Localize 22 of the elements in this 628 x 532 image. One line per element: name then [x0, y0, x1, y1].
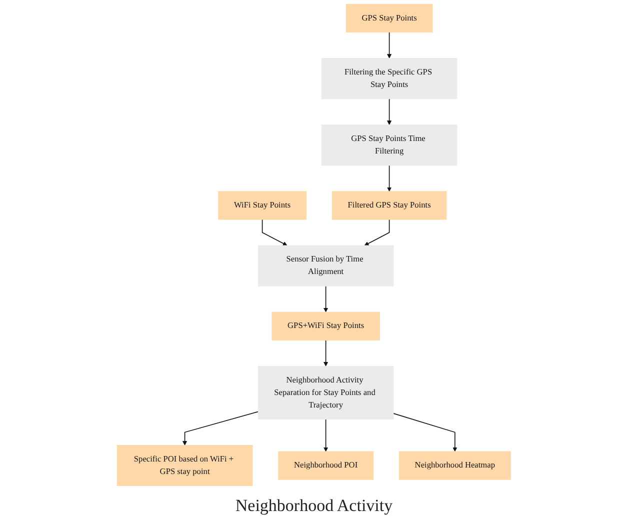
node-box: Neighborhood Activity Separation for Stay Points and Trajectory: [258, 366, 394, 420]
arrow: [393, 413, 458, 452]
arrow: [324, 286, 328, 312]
node-box: Filtered GPS Stay Points: [332, 191, 447, 220]
node-box: GPS Stay Points: [346, 4, 433, 32]
arrow: [364, 219, 390, 246]
node-box: GPS+WiFi Stay Points: [272, 312, 380, 340]
node-box: Filtering the Specific GPS Stay Points: [322, 58, 458, 100]
arrow: [182, 411, 259, 446]
arrow: [324, 418, 328, 452]
node-box: GPS Stay Points Time Filtering: [322, 124, 458, 166]
node-box: Neighborhood Heatmap: [399, 451, 511, 480]
arrow: [387, 98, 392, 126]
arrow: [262, 219, 288, 246]
arrow: [324, 340, 328, 366]
arrow: [387, 165, 392, 192]
arrow: [387, 32, 392, 58]
node-box: Neighborhood POI: [278, 451, 374, 480]
group-label: Neighborhood Activity: [235, 496, 393, 516]
node-box: Sensor Fusion by Time Alignment: [258, 245, 394, 286]
node-box: Specific POI based on WiFi + GPS stay point: [117, 445, 253, 486]
node-box: WiFi Stay Points: [218, 191, 307, 220]
